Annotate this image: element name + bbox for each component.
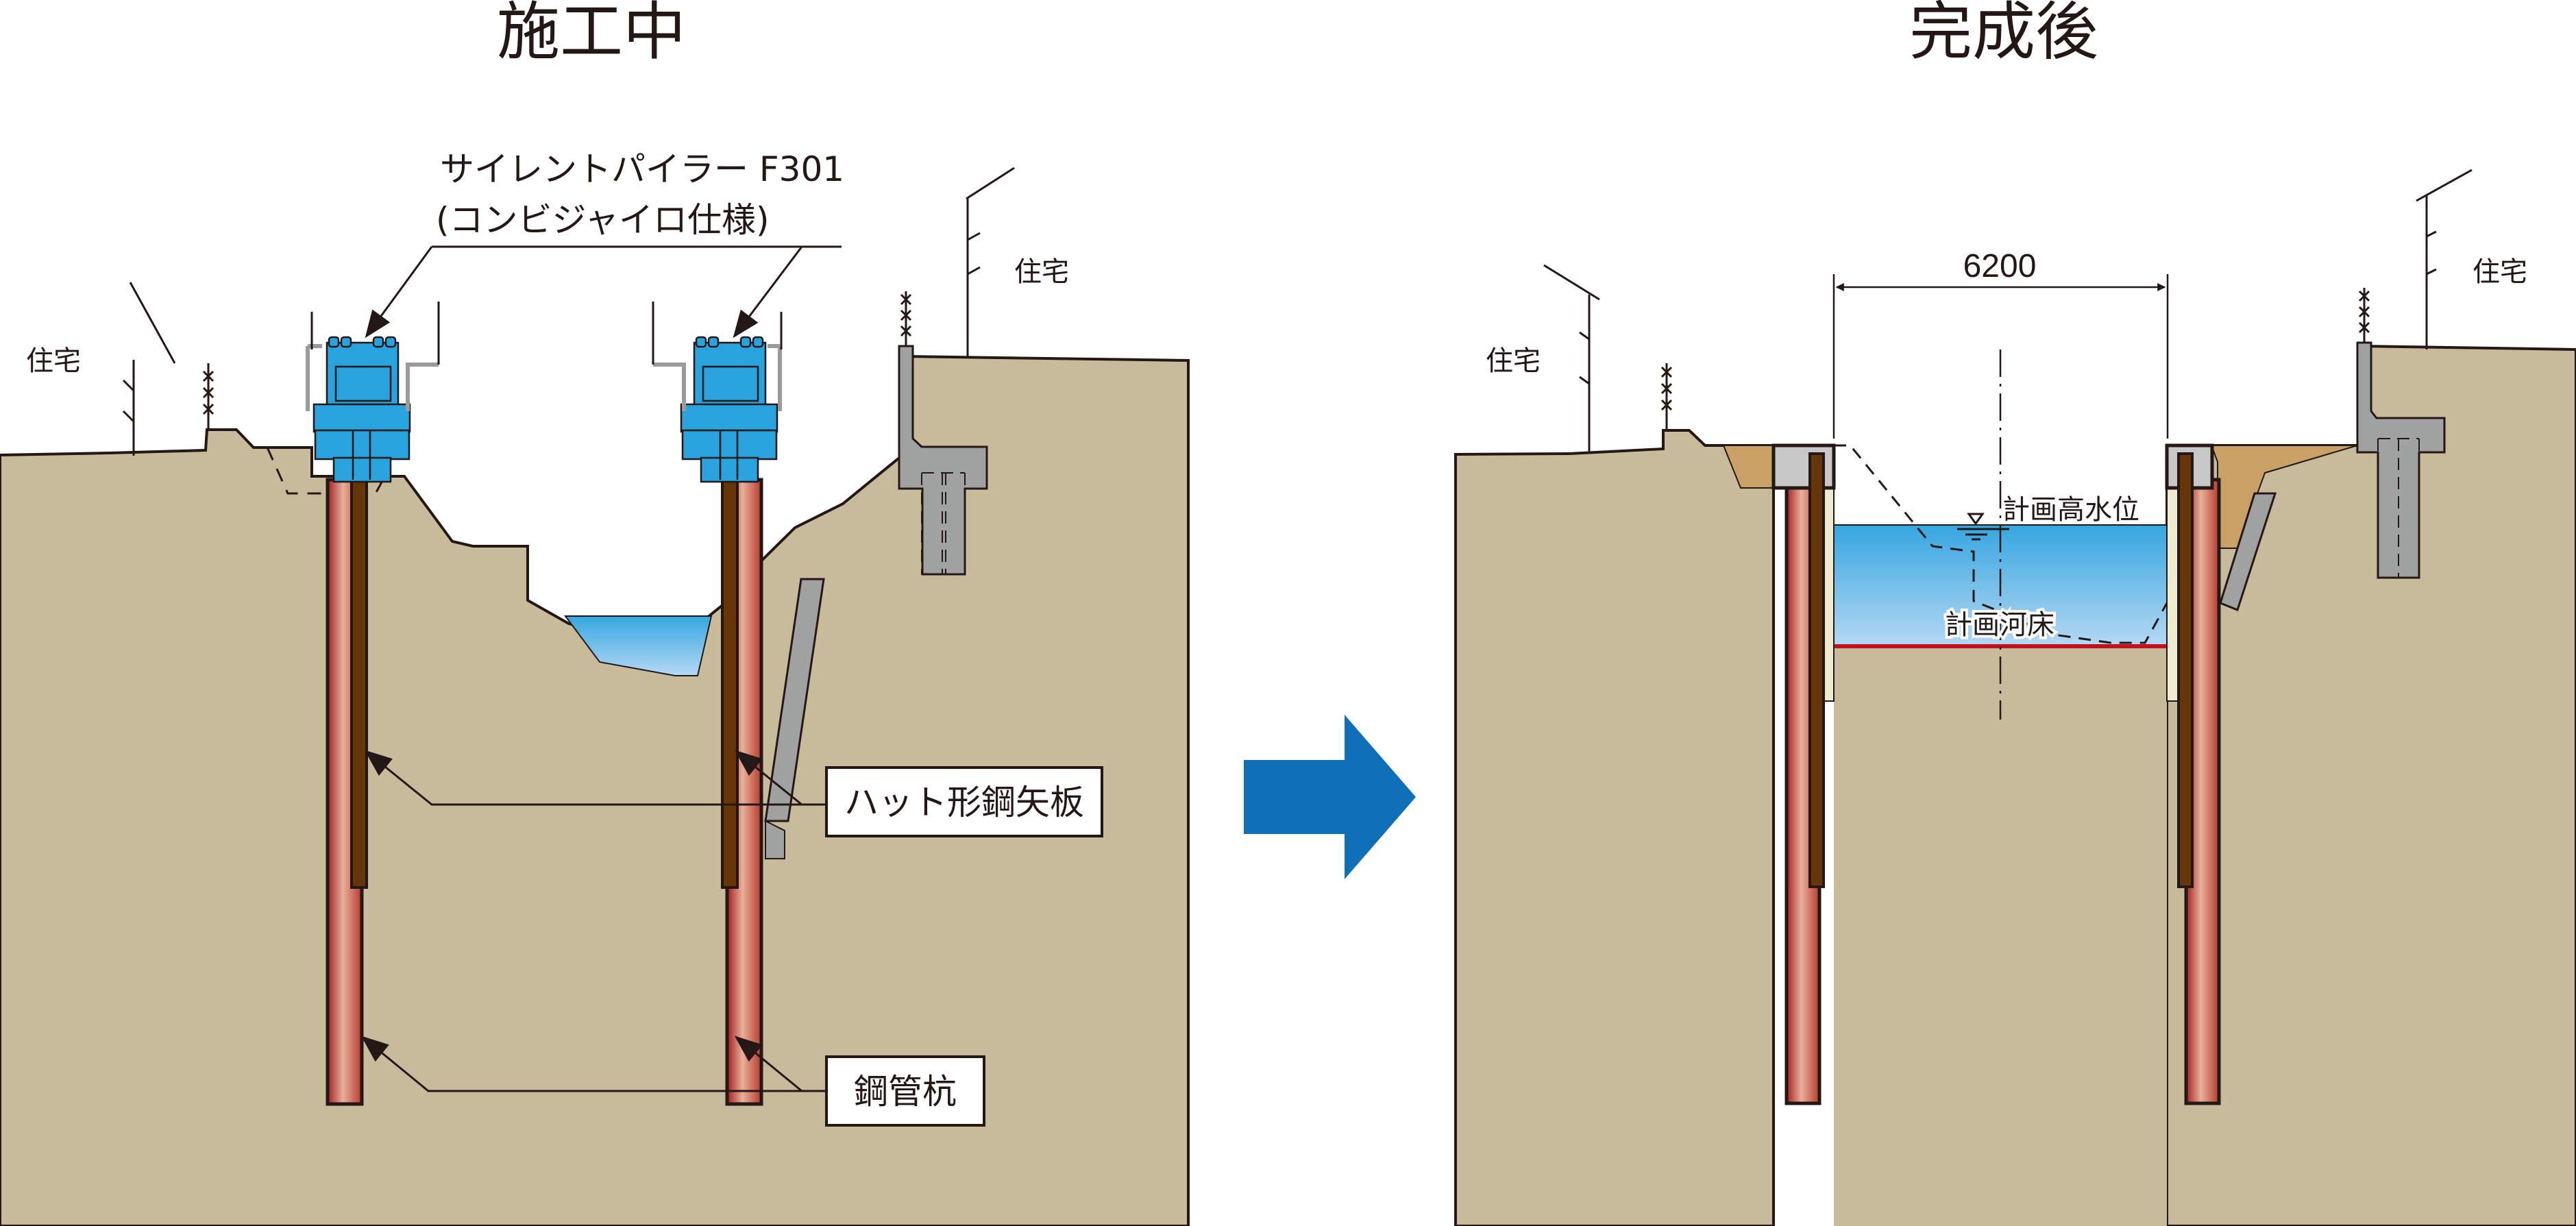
house-label-left: 住宅 bbox=[26, 345, 81, 377]
house-left bbox=[122, 282, 176, 456]
house-left-after bbox=[1543, 264, 1600, 454]
slope-protection-block bbox=[764, 578, 825, 822]
water-level-symbol bbox=[1957, 513, 2009, 541]
machine-callout-line1: サイレントパイラー F301 bbox=[440, 149, 844, 189]
sheet-pile-label: ハット形鋼矢板 bbox=[844, 783, 1084, 822]
sheet-pile-after-right bbox=[2177, 452, 2194, 888]
channel-width-value: 6200 bbox=[1963, 248, 2037, 284]
panel-title-after: 完成後 bbox=[1909, 0, 2098, 69]
fence-right-after bbox=[2358, 288, 2370, 343]
retaining-wall-piles-dashed-after bbox=[2377, 438, 2420, 578]
fence-left bbox=[202, 363, 214, 430]
fence-left-after bbox=[1660, 363, 1673, 430]
pipe-pile-label-box bbox=[825, 1055, 985, 1127]
slope-protection-block-after bbox=[2219, 492, 2277, 611]
sheet-pile-left bbox=[350, 471, 368, 889]
machine-callout-leader bbox=[365, 245, 842, 339]
sheet-pile-right bbox=[721, 471, 739, 889]
panel-during-construction: 施工中 住宅 住宅 bbox=[0, 0, 1190, 1226]
pipe-pile-callout-leader bbox=[360, 1035, 826, 1092]
original-ground-profile bbox=[1834, 444, 2168, 644]
house-right-after bbox=[2416, 169, 2473, 350]
canal-water bbox=[564, 615, 713, 676]
sheet-pile-callout-leader bbox=[364, 750, 826, 806]
house-right bbox=[966, 167, 1015, 358]
slope-toe-block bbox=[765, 820, 785, 859]
house-label-right-after: 住宅 bbox=[2473, 256, 2527, 288]
right-arrow-icon bbox=[1244, 715, 1416, 879]
machine-callout-line2: (コンビジャイロ仕様) bbox=[436, 200, 770, 240]
panel-title-during: 施工中 bbox=[497, 0, 686, 69]
fence-right bbox=[900, 291, 912, 346]
width-dimension bbox=[1832, 274, 2169, 439]
house-label-left-after: 住宅 bbox=[1486, 345, 1541, 377]
design-high-water-label: 計画高水位 bbox=[2002, 494, 2139, 526]
channel-bed-soil bbox=[1834, 646, 2167, 1226]
ground-soil-after bbox=[1454, 429, 1775, 1226]
silent-piler-machine-left bbox=[306, 302, 440, 483]
sheet-pile-after-left bbox=[1808, 452, 1825, 888]
panel-after-completion: 完成後 計画高水位 計画河床 bbox=[1454, 0, 2576, 1226]
retaining-wall-after bbox=[2356, 341, 2446, 579]
house-label-right: 住宅 bbox=[1014, 256, 1069, 288]
retaining-wall-piles-dashed bbox=[921, 472, 966, 574]
concrete-facing-right bbox=[2166, 487, 2179, 702]
pipe-pile-label: 鋼管杭 bbox=[854, 1072, 957, 1112]
design-riverbed-label: 計画河床 bbox=[1945, 609, 2054, 641]
silent-piler-machine-right bbox=[652, 302, 783, 483]
sheet-pile-label-box bbox=[825, 766, 1103, 837]
